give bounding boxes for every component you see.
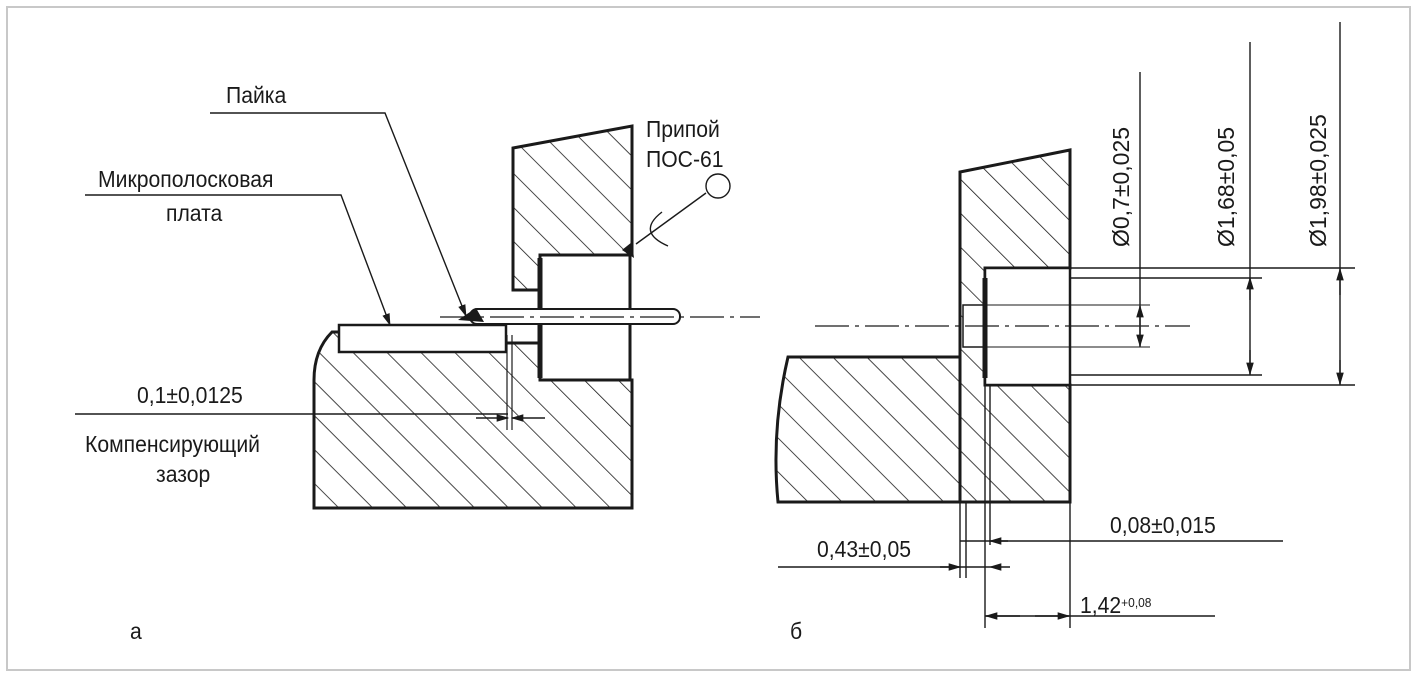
label-gap-line1: Компенсирующий — [85, 431, 260, 457]
label-gap-line2: зазор — [156, 461, 211, 487]
label-depth: 1,42+0,08 — [1080, 594, 1151, 617]
label-solder-line2: ПОС-61 — [646, 146, 724, 172]
label-board-line1: Микрополосковая — [98, 166, 274, 192]
panel-a-leaders — [75, 112, 731, 422]
label-board-line2: плата — [166, 200, 223, 226]
panel-a-drawing — [312, 124, 760, 510]
label-gap-dim: 0,1±0,0125 — [137, 382, 243, 408]
caption-b: б — [790, 618, 803, 644]
label-diameter-1: Ø0,7±0,025 — [1108, 126, 1134, 247]
label-soldering: Пайка — [226, 82, 287, 108]
label-depth-tolerance: +0,08 — [1121, 595, 1152, 610]
panel-b-dimensions — [778, 22, 1355, 628]
label-depth-base: 1,42 — [1080, 592, 1122, 618]
label-solder-line1: Припой — [646, 116, 720, 142]
label-diameter-3: Ø1,98±0,025 — [1305, 114, 1331, 247]
label-step: 0,08±0,015 — [1110, 512, 1216, 538]
label-diameter-2: Ø1,68±0,05 — [1213, 126, 1239, 247]
label-thickness: 0,43±0,05 — [817, 536, 911, 562]
panel-b-drawing — [774, 148, 1190, 504]
caption-a: а — [130, 618, 142, 644]
board-b — [774, 355, 962, 504]
microstrip-board — [337, 323, 508, 354]
figure-frame — [6, 6, 1411, 671]
